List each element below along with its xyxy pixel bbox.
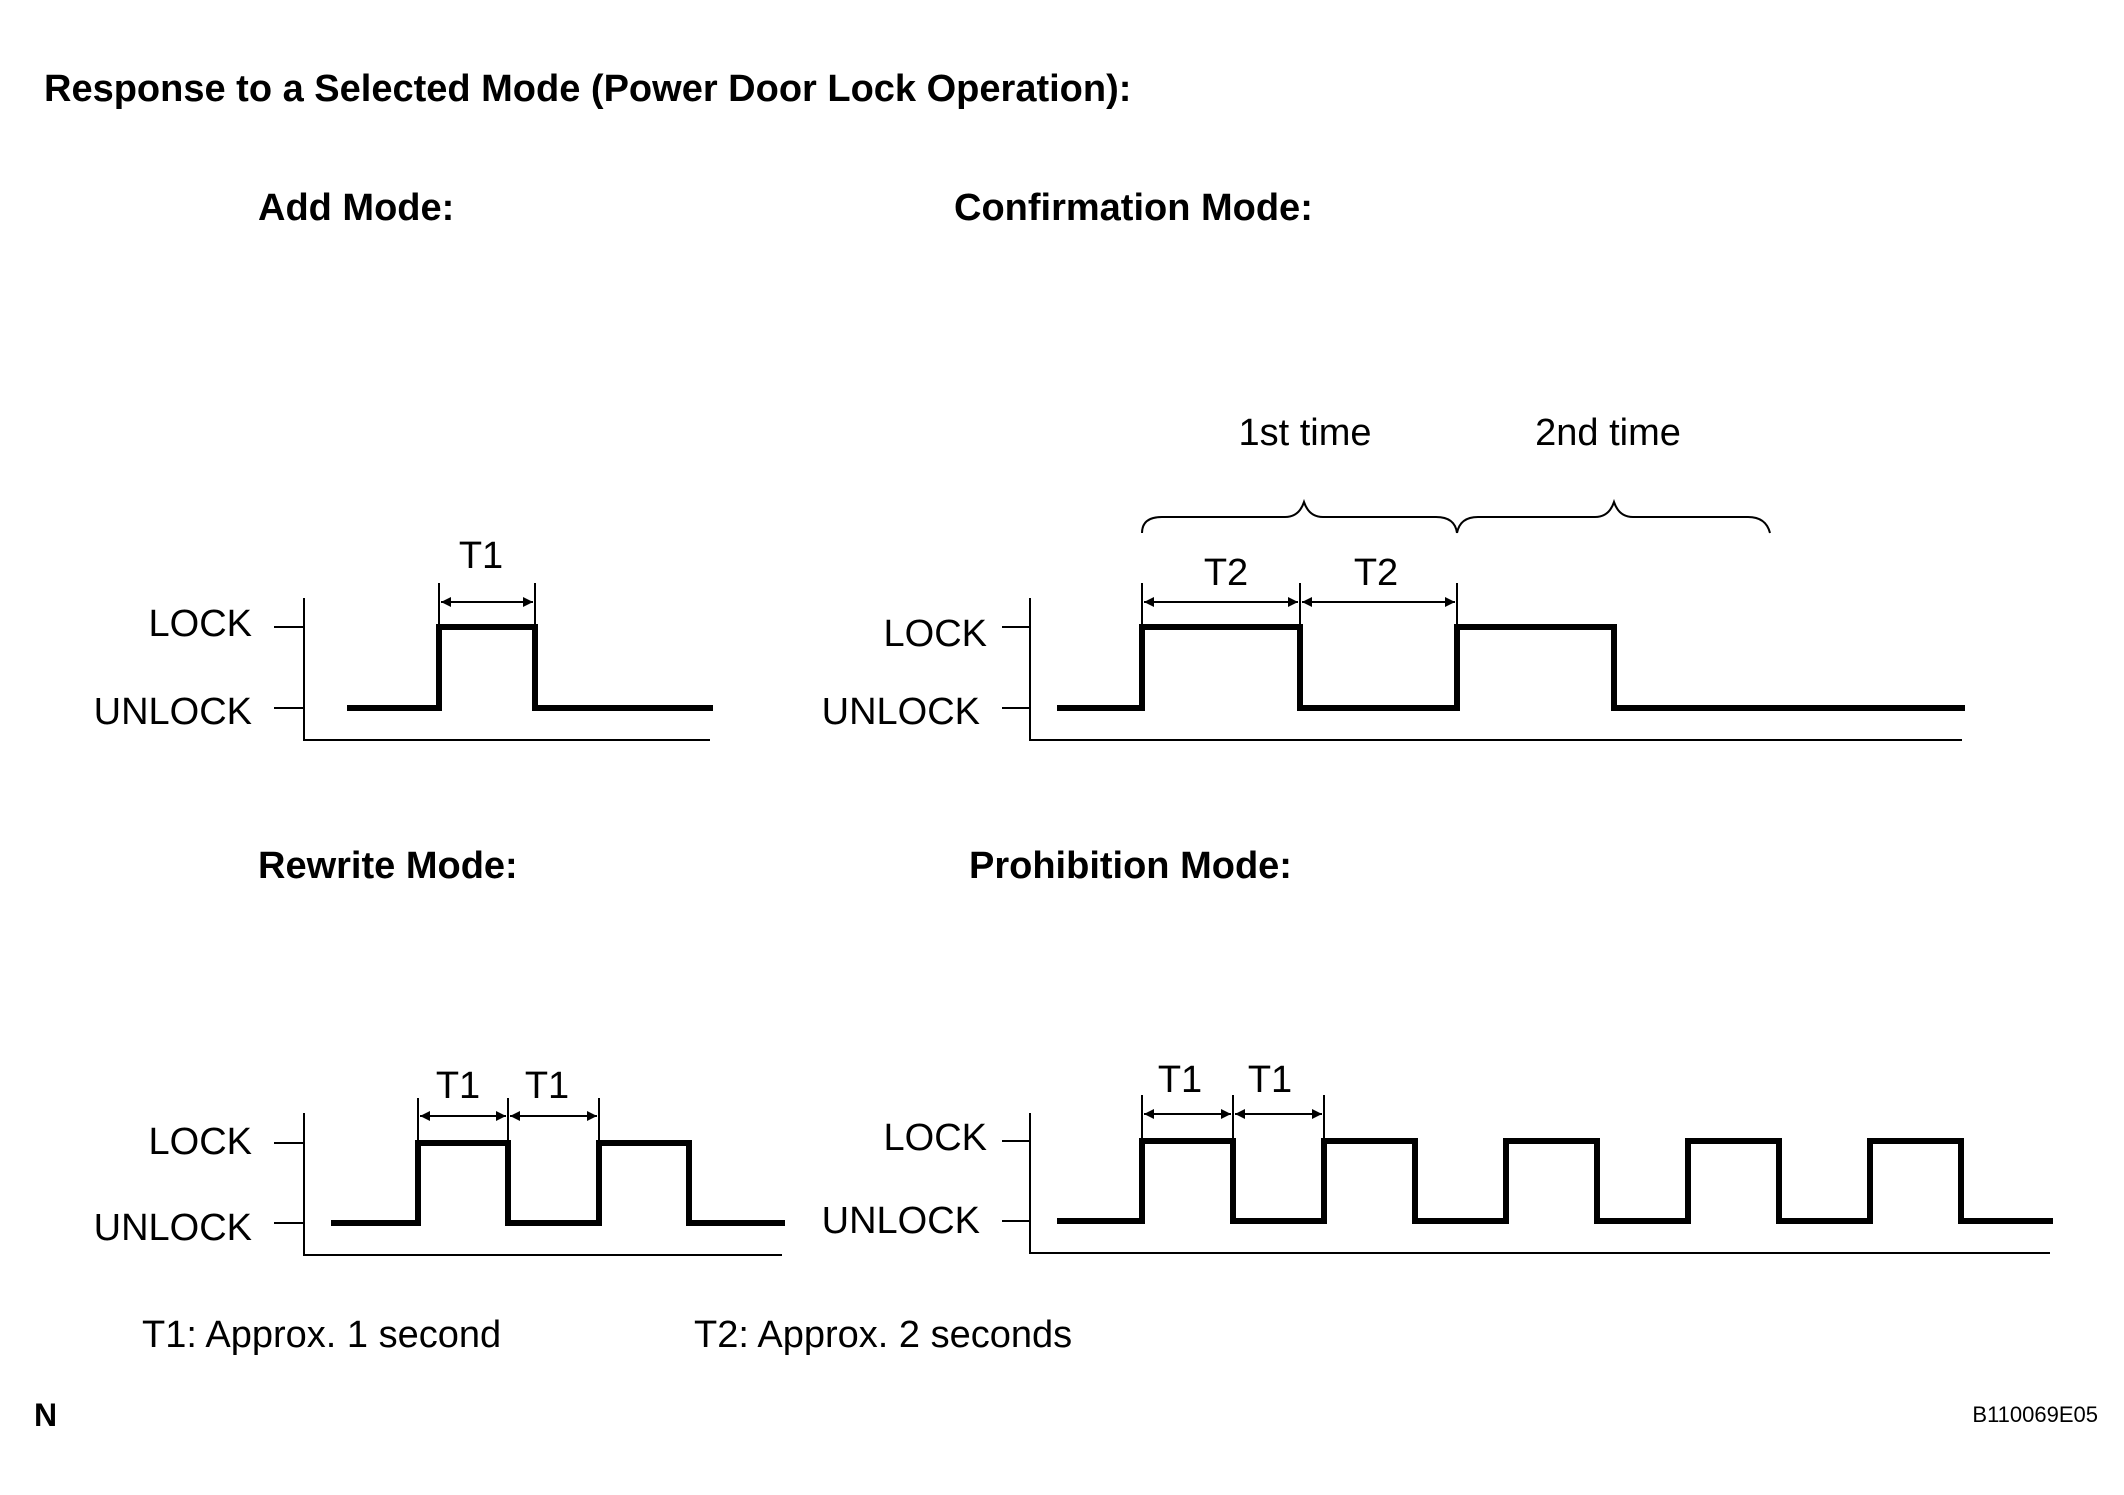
- level-label-unlock: UNLOCK: [94, 1207, 252, 1249]
- panel-title-rewrite-mode: Rewrite Mode:: [258, 845, 518, 887]
- legend-t2: T2: Approx. 2 seconds: [694, 1314, 1072, 1356]
- panel-title-confirmation-mode: Confirmation Mode:: [954, 187, 1313, 229]
- signal-axis: [1029, 1113, 2050, 1254]
- signal-waveform: [331, 1140, 785, 1226]
- signal-waveform: [347, 624, 713, 711]
- interval-label: T1: [525, 1065, 569, 1107]
- level-label-unlock: UNLOCK: [94, 691, 252, 733]
- group-label-2nd-time: 2nd time: [1535, 412, 1681, 454]
- signal-axis: [303, 598, 710, 741]
- group-label-1st-time: 1st time: [1238, 412, 1371, 454]
- level-label-unlock: UNLOCK: [822, 1200, 980, 1242]
- panel-add-mode: Add Mode: LOCK UNLOCK T1: [94, 187, 713, 741]
- panel-rewrite-mode: Rewrite Mode: LOCK UNLOCK T1 T1: [94, 845, 785, 1256]
- figure-code: B110069E05: [1972, 1402, 2098, 1427]
- corner-label: N: [34, 1397, 57, 1433]
- interval-label: T2: [1354, 552, 1398, 594]
- level-label-unlock: UNLOCK: [822, 691, 980, 733]
- panel-confirmation-mode: Confirmation Mode: LOCK UNLOCK T2 T2 1st…: [822, 187, 1965, 741]
- group-brace-2nd-time: [1456, 498, 1771, 534]
- level-label-lock: LOCK: [149, 603, 252, 645]
- level-label-lock: LOCK: [884, 613, 987, 655]
- level-label-lock: LOCK: [149, 1121, 252, 1163]
- signal-waveform: [1057, 1138, 2053, 1224]
- signal-axis: [303, 1113, 782, 1256]
- interval-label: T2: [1204, 552, 1248, 594]
- interval-label: T1: [459, 535, 503, 577]
- group-brace-1st-time: [1141, 498, 1458, 534]
- panel-prohibition-mode: Prohibition Mode: LOCK UNLOCK T1 T1: [822, 845, 2053, 1254]
- signal-axis: [1029, 598, 1962, 741]
- signal-waveform: [1057, 624, 1965, 711]
- legend-t1: T1: Approx. 1 second: [142, 1314, 501, 1356]
- interval-label: T1: [1248, 1059, 1292, 1101]
- interval-label: T1: [1158, 1059, 1202, 1101]
- panel-title-prohibition-mode: Prohibition Mode:: [969, 845, 1292, 887]
- level-label-lock: LOCK: [884, 1117, 987, 1159]
- diagram-title: Response to a Selected Mode (Power Door …: [44, 68, 1131, 110]
- panel-title-add-mode: Add Mode:: [258, 187, 454, 229]
- interval-label: T1: [436, 1065, 480, 1107]
